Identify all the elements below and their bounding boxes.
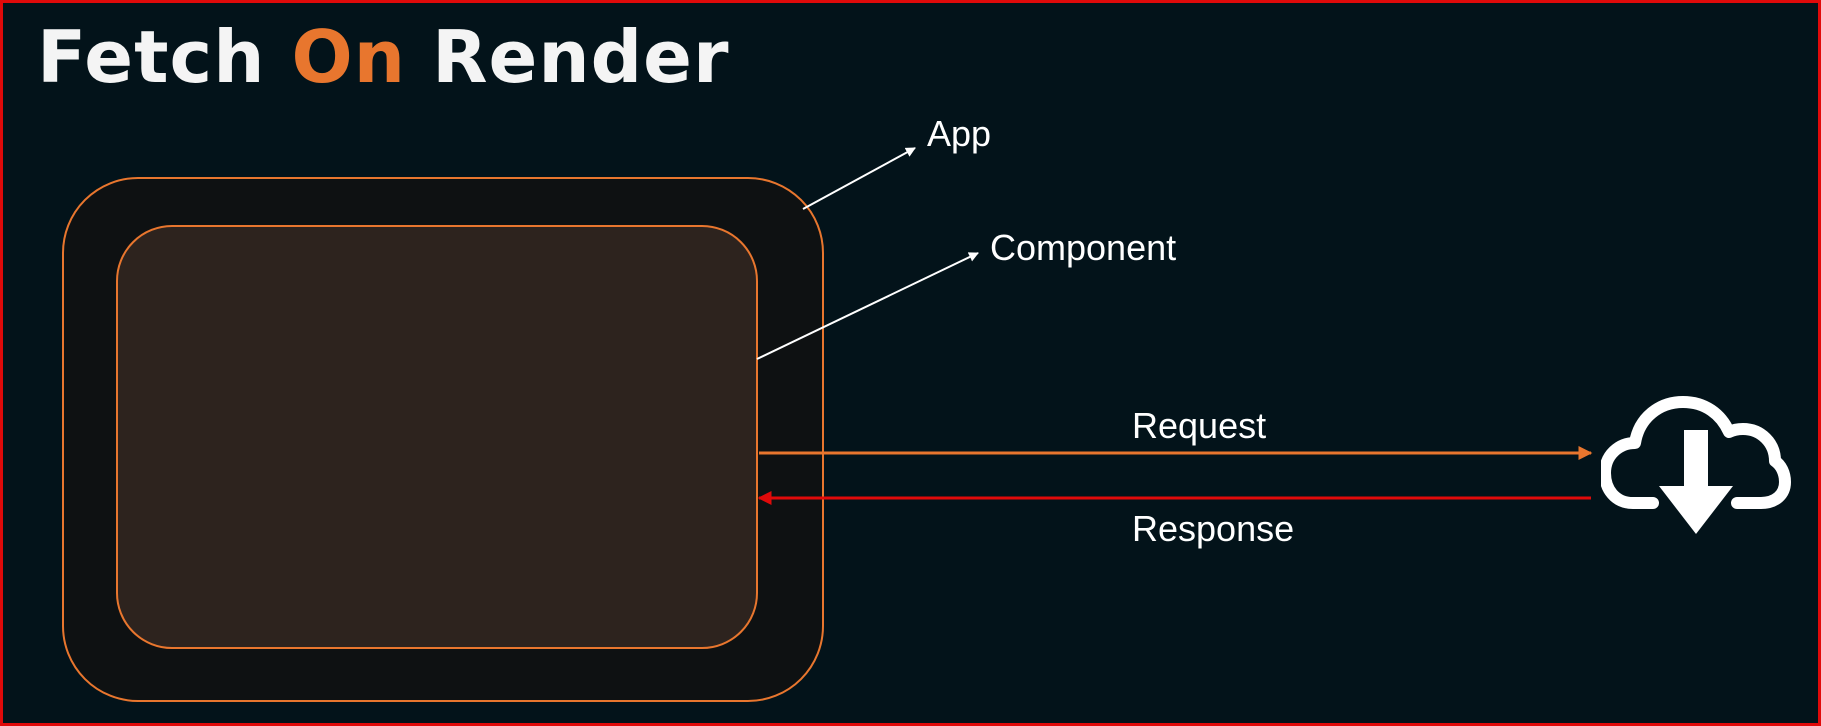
request-label: Request: [1132, 405, 1267, 446]
slide-title: Fetch On Render: [37, 21, 729, 93]
diagram-canvas: [62, 147, 1593, 702]
component-pointer-arrow: [756, 252, 979, 360]
component-label: Component: [990, 227, 1177, 268]
cloud-download-icon: [1601, 396, 1791, 534]
app-pointer-arrow: [802, 147, 916, 210]
component-box: [116, 225, 758, 649]
title-part-on: On: [291, 15, 406, 99]
title-part-render: Render: [406, 15, 730, 99]
app-label: App: [927, 113, 992, 154]
title-part-fetch: Fetch: [37, 15, 292, 99]
response-label: Response: [1132, 508, 1295, 549]
